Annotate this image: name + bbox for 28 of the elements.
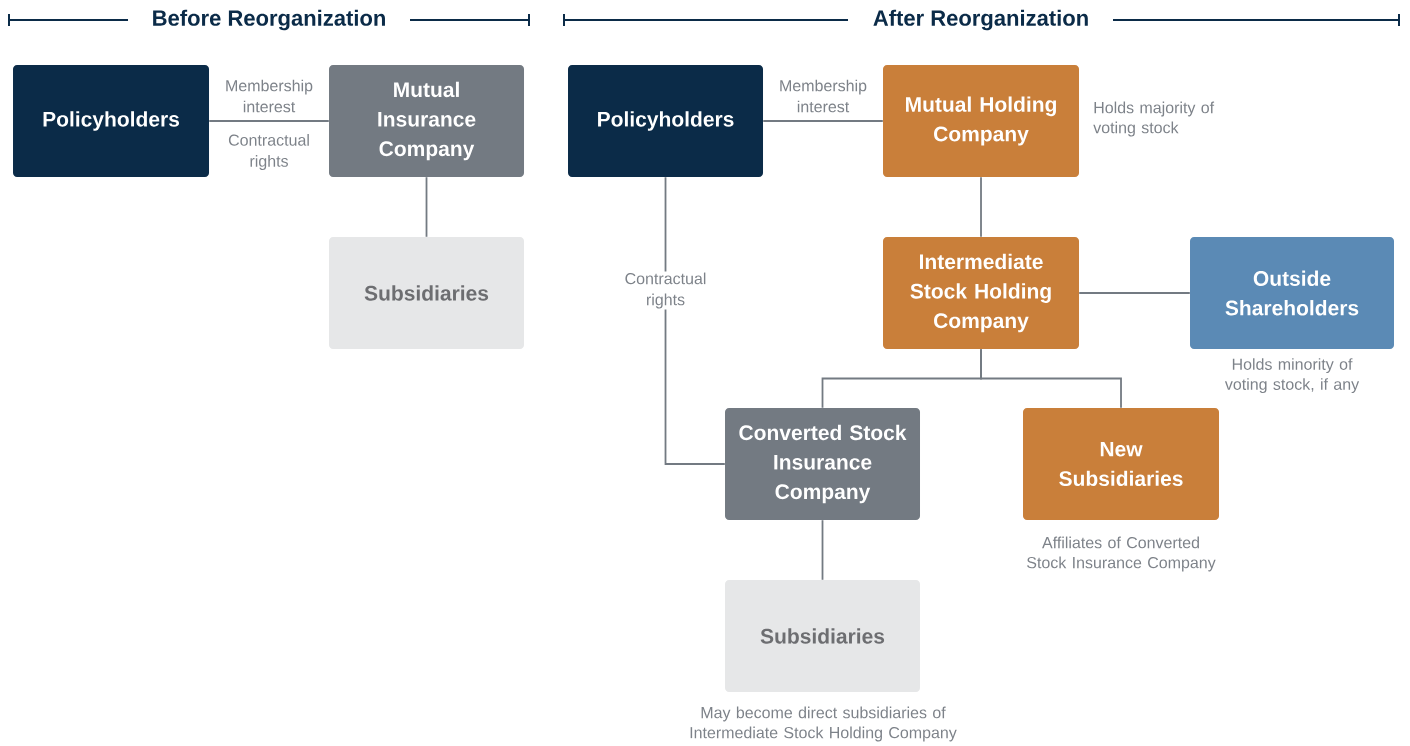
entity-box: New Subsidiaries xyxy=(1023,408,1219,520)
subsidiary-box: Subsidiaries xyxy=(329,237,524,349)
connector-line xyxy=(980,348,1122,409)
rights-text: Contractual rights xyxy=(228,134,309,170)
connector-line xyxy=(425,176,428,238)
edge-label: Membership interest xyxy=(772,78,874,114)
caption-text: Holds majority of voting stock xyxy=(1093,101,1215,137)
entity-box: Mutual Insurance Company xyxy=(329,65,524,177)
entity-box: Intermediate Stock Holding Company xyxy=(883,237,1079,349)
connector-line xyxy=(664,176,726,465)
section-header: After Reorganization xyxy=(563,9,1400,31)
connector-line xyxy=(208,120,330,122)
connector-line xyxy=(821,519,824,581)
entity-box: Converted Stock Insurance Company xyxy=(725,408,920,520)
section-header: Before Reorganization xyxy=(8,9,530,31)
caption-text: Holds minority of voting stock, if any xyxy=(1224,358,1360,394)
edge-label: Membership interest xyxy=(218,78,320,114)
caption-text: May become direct subsidiaries of Intermediate Stock Holding Company xyxy=(690,706,957,742)
subsidiary-box: Subsidiaries xyxy=(725,580,920,692)
entity-box: Policyholders xyxy=(568,65,763,177)
entity-box: Policyholders xyxy=(13,65,209,177)
entity-box: Outside Shareholders xyxy=(1190,237,1394,349)
entity-box: Mutual Holding Company xyxy=(883,65,1079,177)
caption-text: Affiliates of Converted Stock Insurance Company xyxy=(1027,536,1216,572)
edge-label: Contractual rights xyxy=(614,271,717,310)
connector-line xyxy=(1078,292,1191,294)
connector-line xyxy=(980,176,982,238)
connector-line xyxy=(762,120,884,122)
